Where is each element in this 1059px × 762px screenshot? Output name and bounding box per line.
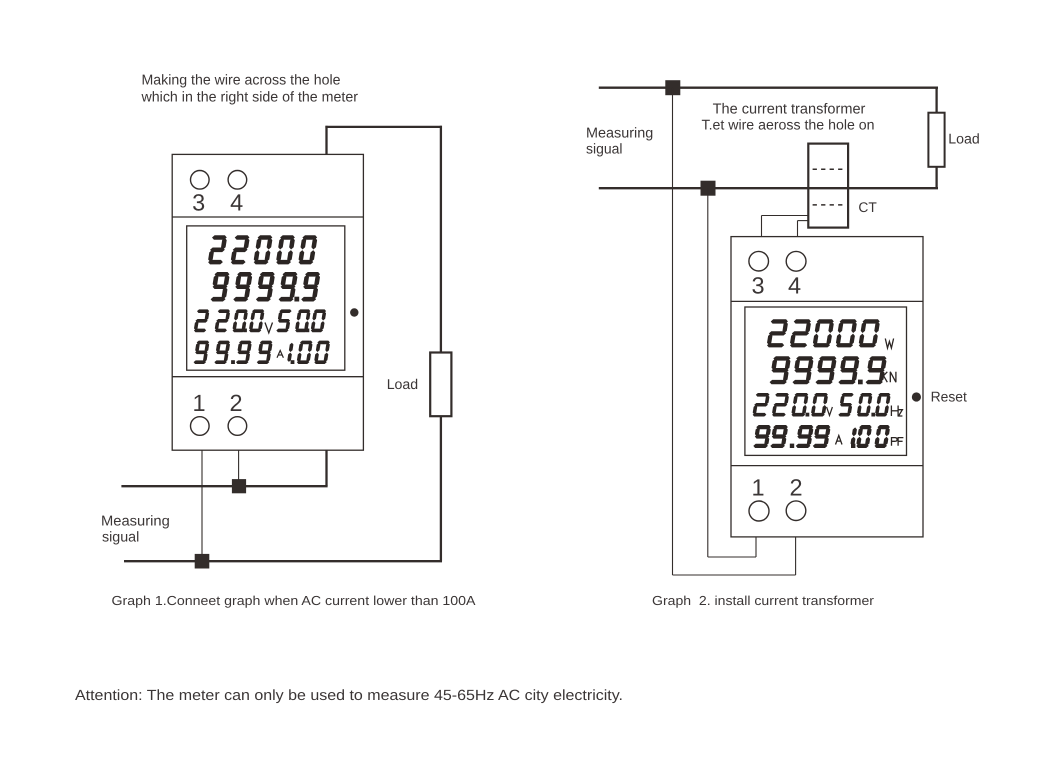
svg-text:Graph 1.Conneet graph when AC: Graph 1.Conneet graph when AC current lo… bbox=[112, 593, 476, 608]
svg-text:T.et wire aeross the hole on: T.et wire aeross the hole on bbox=[702, 117, 875, 133]
svg-text:1: 1 bbox=[192, 390, 205, 416]
svg-text:Reset: Reset bbox=[931, 390, 967, 406]
svg-text:sigual: sigual bbox=[586, 142, 623, 158]
svg-text:Making the wire across the hol: Making the wire across the hole bbox=[142, 73, 341, 89]
svg-text:Attention: The meter can only: Attention: The meter can only be used to… bbox=[75, 688, 623, 704]
svg-text:2: 2 bbox=[229, 390, 242, 416]
svg-text:1: 1 bbox=[751, 475, 764, 501]
svg-text:which in the right side of the: which in the right side of the meter bbox=[141, 90, 359, 106]
svg-text:4: 4 bbox=[230, 189, 243, 215]
svg-text:Graph 2. install current tran: Graph 2. install current transformer bbox=[652, 593, 875, 608]
svg-text:3: 3 bbox=[192, 189, 205, 215]
svg-text:sigual: sigual bbox=[102, 529, 139, 545]
svg-text:Measuring: Measuring bbox=[586, 126, 653, 142]
svg-text:The current transformer: The current transformer bbox=[713, 102, 866, 118]
svg-text:Load: Load bbox=[387, 377, 419, 393]
svg-text:4: 4 bbox=[788, 272, 801, 298]
svg-text:3: 3 bbox=[751, 272, 764, 298]
svg-text:Load: Load bbox=[948, 132, 980, 148]
svg-text:Measuring: Measuring bbox=[101, 514, 170, 530]
svg-text:CT: CT bbox=[858, 199, 877, 215]
svg-text:2: 2 bbox=[789, 475, 802, 501]
